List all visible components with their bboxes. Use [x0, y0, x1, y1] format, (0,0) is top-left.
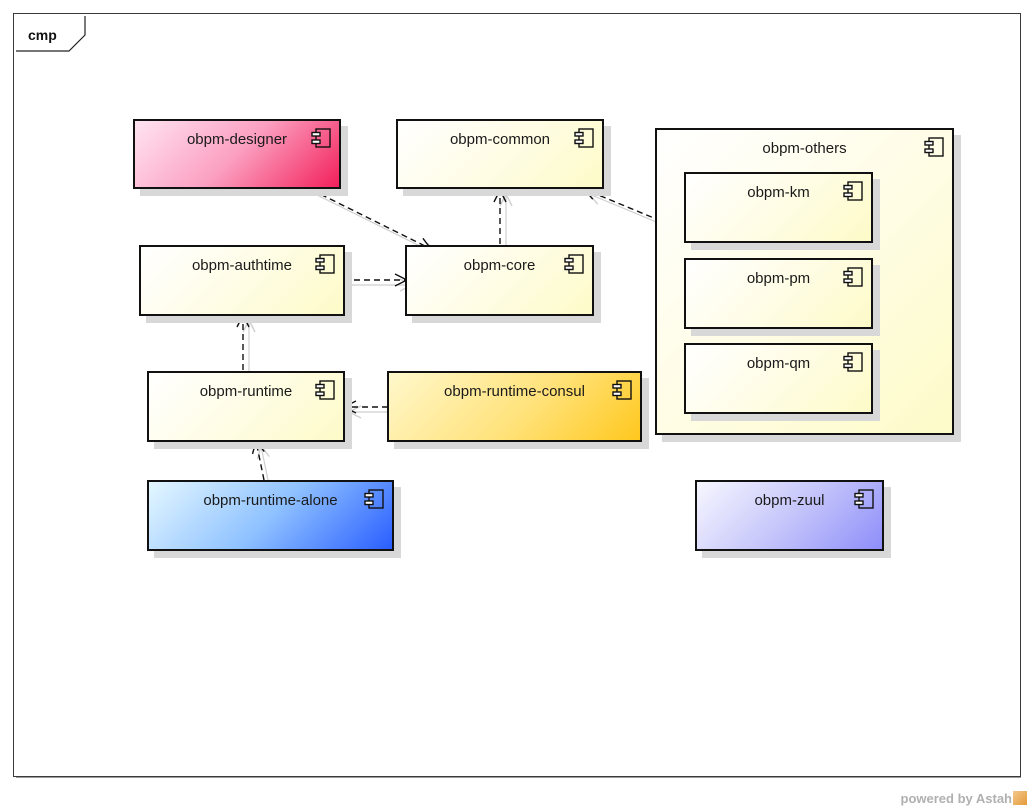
astah-watermark: powered by Astah [901, 791, 1027, 806]
component-obpm-core[interactable]: obpm-core [405, 245, 594, 316]
component-obpm-runtime-consul[interactable]: obpm-runtime-consul [387, 371, 642, 442]
component-icon [612, 380, 632, 400]
component-icon [574, 128, 594, 148]
component-obpm-runtime-alone[interactable]: obpm-runtime-alone [147, 480, 394, 551]
component-icon [311, 128, 331, 148]
component-label: obpm-core [463, 257, 536, 274]
component-label: obpm-zuul [754, 492, 825, 509]
component-icon [564, 254, 584, 274]
component-icon [843, 267, 863, 287]
component-obpm-qm[interactable]: obpm-qm [684, 343, 873, 414]
dep-alone-runtime [256, 441, 264, 481]
dep-others-common [584, 189, 662, 222]
component-label: obpm-runtime [199, 383, 293, 400]
diagram-frame [13, 13, 1021, 777]
component-obpm-zuul[interactable]: obpm-zuul [695, 480, 884, 551]
component-label: obpm-designer [186, 131, 288, 148]
component-obpm-pm[interactable]: obpm-pm [684, 258, 873, 329]
component-label: obpm-qm [746, 355, 811, 372]
component-label: obpm-runtime-consul [444, 383, 585, 400]
component-label: obpm-km [747, 184, 810, 201]
component-icon [315, 254, 335, 274]
component-icon [924, 137, 944, 157]
frame-tab [16, 16, 86, 52]
component-obpm-runtime[interactable]: obpm-runtime [147, 371, 345, 442]
dep-designer-core [311, 189, 431, 249]
component-icon [854, 489, 874, 509]
component-icon [843, 181, 863, 201]
component-obpm-authtime[interactable]: obpm-authtime [139, 245, 345, 316]
component-obpm-designer[interactable]: obpm-designer [133, 119, 341, 189]
astah-logo-icon [1013, 791, 1027, 805]
component-label: obpm-pm [746, 270, 811, 287]
component-obpm-km[interactable]: obpm-km [684, 172, 873, 243]
component-label: obpm-common [449, 131, 551, 148]
component-icon [843, 352, 863, 372]
component-label: obpm-runtime-alone [203, 492, 338, 509]
component-icon [364, 489, 384, 509]
component-label: obpm-authtime [191, 257, 293, 274]
component-obpm-common[interactable]: obpm-common [396, 119, 604, 189]
frame-tab-label: cmp [28, 27, 57, 43]
component-label: obpm-others [762, 140, 847, 157]
component-icon [315, 380, 335, 400]
watermark-text: powered by Astah [900, 791, 1012, 806]
